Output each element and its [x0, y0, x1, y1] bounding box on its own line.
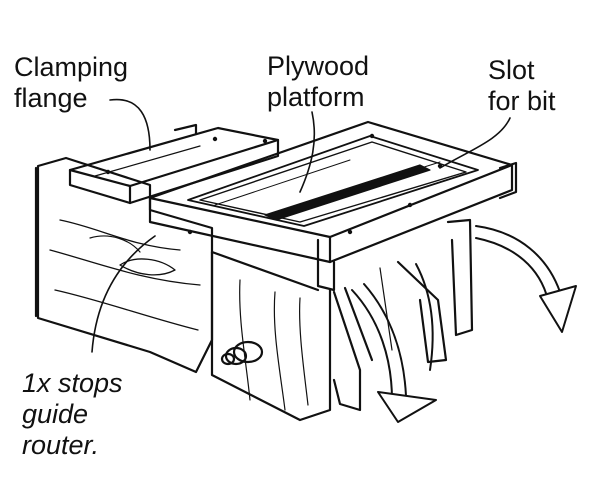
adjustment-knob — [220, 340, 264, 366]
support-block — [210, 250, 332, 422]
platform-frame — [148, 120, 518, 292]
motion-arrows — [351, 225, 577, 423]
label-stops-guide-router: 1x stops guide router. — [22, 368, 123, 460]
stop-strips — [332, 218, 474, 412]
leader-lines — [91, 98, 511, 353]
label-plywood-platform: Plywood platform — [267, 51, 370, 112]
label-slot-for-bit: Slot for bit — [488, 55, 556, 116]
label-clamping-flange: Clamping flange — [14, 52, 129, 113]
